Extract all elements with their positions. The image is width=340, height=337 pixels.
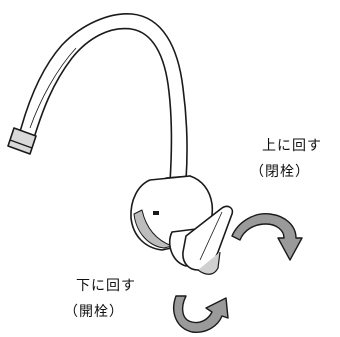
rotate-up-arrow-icon <box>231 213 303 261</box>
faucet-lever-handle <box>182 205 234 275</box>
rotate-down-arrow-icon <box>173 295 229 333</box>
faucet-spout <box>7 13 188 183</box>
label-open-state: （開栓） <box>64 304 124 320</box>
label-closed-state: （閉栓） <box>250 164 310 180</box>
label-turn-down: 下に回す <box>76 278 136 294</box>
label-turn-up: 上に回す <box>262 138 322 154</box>
